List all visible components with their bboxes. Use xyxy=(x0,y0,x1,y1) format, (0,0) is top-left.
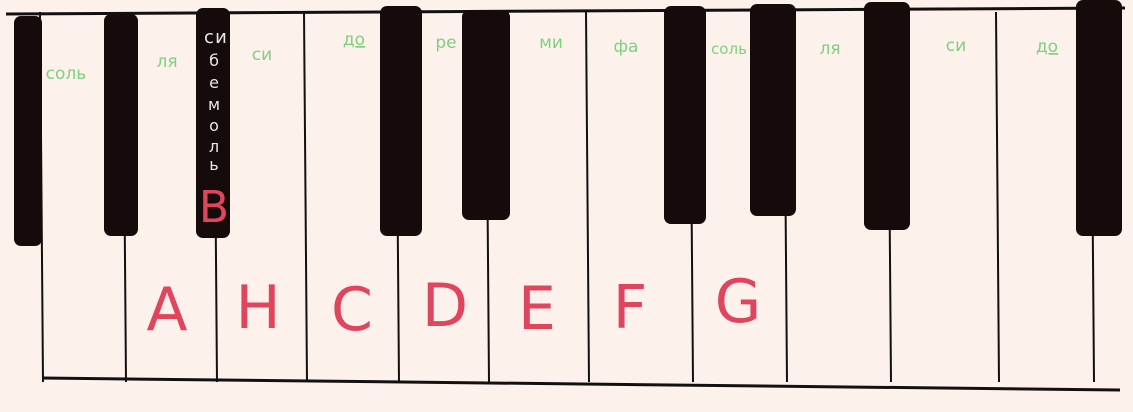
keyboard-top-line xyxy=(5,6,1126,16)
black-key xyxy=(864,2,910,230)
keyboard-bottom-line xyxy=(41,376,1121,392)
flat-label-letter: е xyxy=(209,73,219,92)
white-key-divider xyxy=(995,11,1000,383)
black-key xyxy=(380,6,422,236)
solfege-label-do: до xyxy=(1036,37,1058,57)
black-key xyxy=(14,16,42,246)
black-key-b-flat xyxy=(196,8,230,238)
flat-label-letter: с xyxy=(204,27,214,48)
black-keys xyxy=(14,0,1122,246)
solfege-label-re: ре xyxy=(435,33,456,53)
flat-label-letter: м xyxy=(208,95,220,114)
letter-label-g: G xyxy=(715,267,762,337)
solfege-label-la: ля xyxy=(819,39,840,59)
flat-label-letter: б xyxy=(209,51,219,70)
solfege-label-sol: соль xyxy=(46,64,87,84)
flat-label-letter: л xyxy=(209,137,219,156)
letter-label-d: D xyxy=(422,271,468,341)
black-key xyxy=(1076,0,1122,236)
black-key xyxy=(104,14,138,236)
solfege-label-mi: ми xyxy=(539,33,563,53)
solfege-label-si: си xyxy=(252,45,272,65)
solfege-label-si: си xyxy=(946,36,966,56)
letter-label-a: A xyxy=(146,275,187,345)
solfege-label-la: ля xyxy=(156,52,177,72)
solfege-label-fa: фа xyxy=(614,37,639,57)
flat-key-letter-b: B xyxy=(199,182,229,233)
flat-label-letter: и xyxy=(215,27,227,48)
black-key xyxy=(462,10,510,220)
letter-label-h: H xyxy=(235,273,280,343)
black-key xyxy=(664,6,706,224)
letter-label-e: E xyxy=(518,274,556,344)
letter-label-c: C xyxy=(331,275,373,345)
white-key-divider xyxy=(585,11,590,383)
solfege-label-sol: соль xyxy=(711,40,747,58)
flat-label-letter: ь xyxy=(209,155,218,174)
white-key-divider xyxy=(303,11,308,383)
flat-key-label: с и б е м о л ь B xyxy=(199,27,229,233)
flat-label-letter: о xyxy=(209,116,219,135)
letter-names: A H C D E F G xyxy=(146,267,761,345)
black-key xyxy=(750,4,796,216)
solfege-labels: соль ля си до ре ми фа соль ля си до xyxy=(46,30,1058,84)
letter-label-f: F xyxy=(613,273,648,343)
solfege-label-do: до xyxy=(343,30,365,50)
